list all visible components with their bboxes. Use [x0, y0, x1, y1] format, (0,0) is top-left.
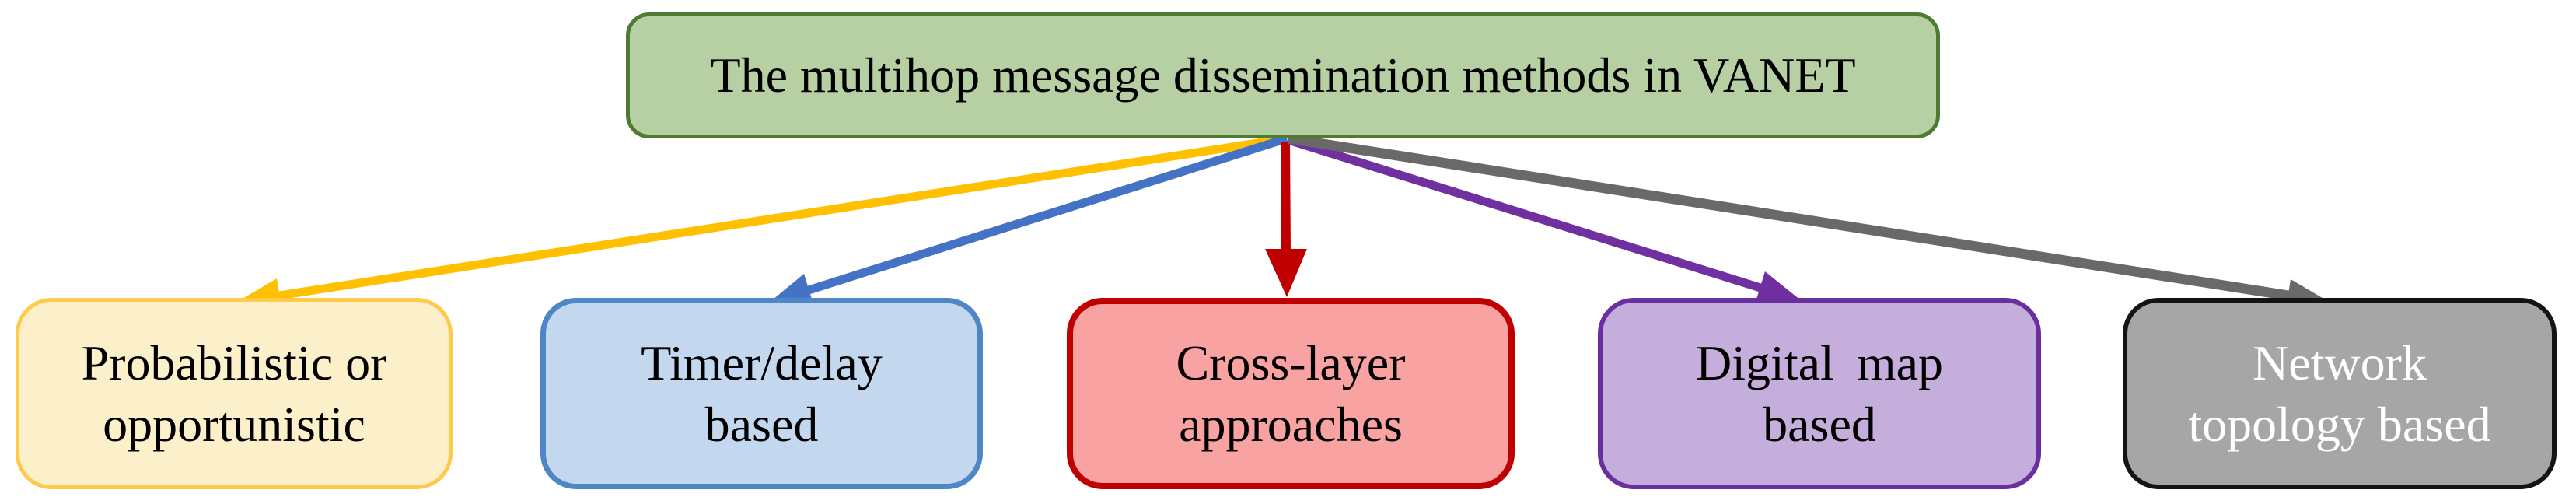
node-label-line: Cross-layer: [1176, 335, 1406, 390]
arrow-line-timer-delay: [807, 134, 1288, 295]
node-label-line: approaches: [1179, 397, 1403, 452]
node-label-line: Timer/delay: [641, 335, 883, 390]
node-label-line: Network: [2253, 335, 2427, 390]
node-label-line: Digital map: [1696, 335, 1943, 390]
node-probabilistic-or-opportunistic: Probabilistic or opportunistic: [16, 298, 453, 489]
root-node-label: The multihop message dissemination metho…: [710, 47, 1856, 103]
node-label-line: opportunistic: [103, 397, 365, 452]
arrow-line-network-topology: [1287, 133, 2290, 301]
arrow-line-cross-layer: [1281, 141, 1291, 253]
node-label-line: Probabilistic or: [81, 335, 387, 390]
arrowhead-cross-layer: [1265, 249, 1307, 297]
node-timer-delay-based: Timer/delay based: [540, 298, 983, 489]
root-node: The multihop message dissemination metho…: [626, 12, 1940, 138]
arrow-line-digital-map: [1287, 135, 1762, 292]
node-label-line: based: [704, 397, 819, 452]
node-network-topology-based: Network topology based: [2123, 298, 2557, 489]
node-label-line: topology based: [2188, 397, 2491, 452]
arrow-line-probabilistic: [278, 134, 1288, 300]
node-cross-layer-approaches: Cross-layer approaches: [1067, 298, 1515, 489]
node-label-line: based: [1763, 397, 1876, 452]
node-digital-map-based: Digital map based: [1598, 298, 2041, 489]
